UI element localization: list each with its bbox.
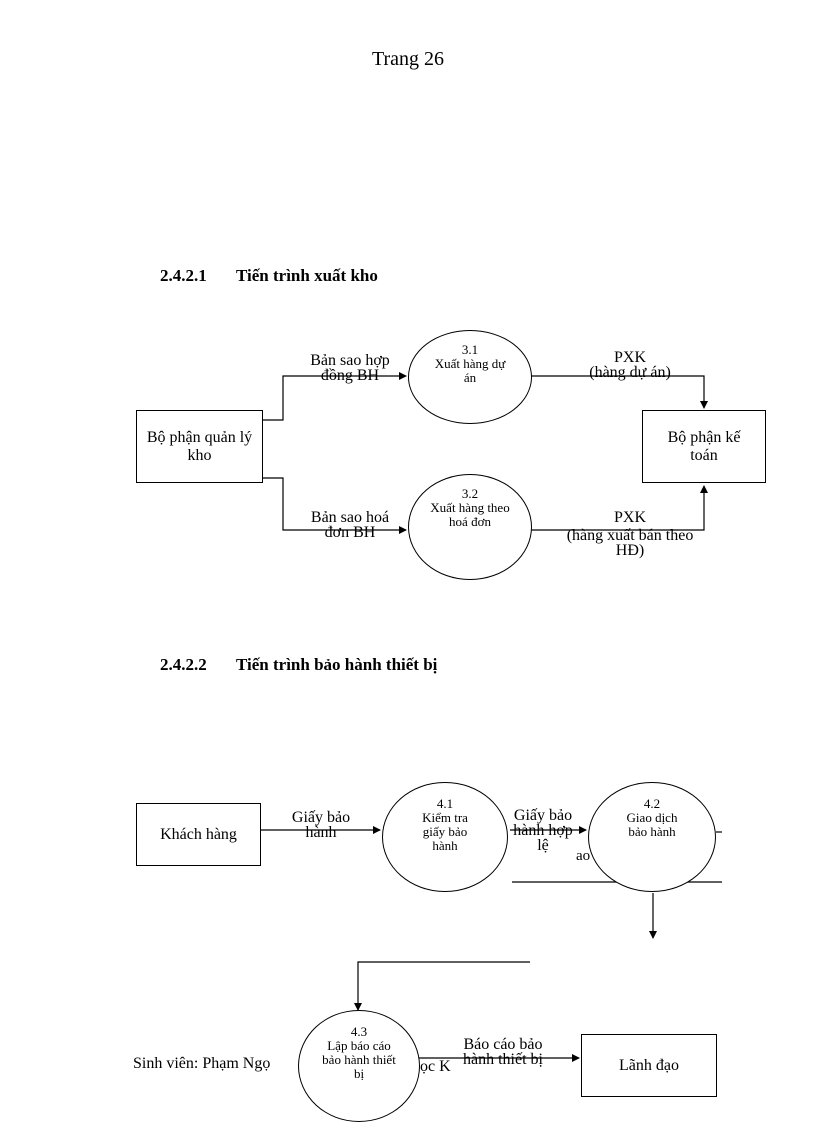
process-id: 4.2: [643, 796, 661, 811]
section-heading-warranty: 2.4.2.2 Tiến trình bảo hành thiết bị: [160, 655, 437, 675]
process-label: Lập báo cáo bảo hành thiết bị: [322, 1038, 396, 1081]
process-4-3: 4.3 Lập báo cáo bảo hành thiết bị: [298, 1010, 420, 1122]
flow-line-contract: [262, 372, 407, 421]
entity-customer: Khách hàng: [136, 803, 261, 866]
entity-leadership: Lãnh đạo: [581, 1034, 717, 1097]
process-label: Giao dịch bảo hành: [626, 810, 678, 839]
entity-label: Bộ phận kế toán: [667, 428, 741, 464]
page-number: Trang 26: [371, 48, 445, 70]
flow-label-pxk-b-detail: (hàng xuất bán theo HĐ): [566, 527, 694, 559]
process-id: 4.3: [350, 1024, 368, 1039]
flow-label-pxk-a-detail: (hàng dự án): [589, 364, 671, 381]
flow-label-pxk-b: PXK: [613, 509, 646, 526]
process-4-1: 4.1 Kiểm tra giấy bảo hành: [382, 782, 508, 892]
entity-warehouse-dept: Bộ phận quản lý kho: [136, 410, 263, 483]
section-title: Tiến trình bảo hành thiết bị: [236, 655, 438, 674]
flow-line-pxk-invoice: [531, 485, 708, 531]
entity-label: Lãnh đạo: [619, 1056, 679, 1074]
flow-line-to-report: [354, 961, 530, 1011]
process-id: 3.1: [461, 342, 479, 357]
flow-label-pxk-a: PXK: [613, 349, 646, 366]
process-id: 4.1: [436, 796, 454, 811]
entity-label: Bộ phận quản lý kho: [146, 428, 253, 464]
footer-student: Sinh viên: Phạm Ngọ: [133, 1055, 271, 1072]
flow-label-contract-copy: Bản sao hợp đồng BH: [310, 352, 390, 384]
footer-fragment: học K: [412, 1058, 451, 1075]
flow-line-pxk-project: [531, 375, 708, 409]
flow-label-valid-paper: Giấy bảo hành hợp lệ: [513, 807, 573, 854]
process-4-2: 4.2 Giao dịch bảo hành: [588, 782, 716, 892]
section-heading-export: 2.4.2.1 Tiến trình xuất kho: [160, 266, 378, 286]
flow-label-warranty-paper: Giấy bảo hành: [291, 809, 351, 841]
flow-label-invoice-copy: Bản sao hoá đơn BH: [310, 509, 390, 541]
entity-label: Khách hàng: [160, 825, 237, 843]
text-fragment: ao: [576, 848, 591, 864]
section-number: 2.4.2.1: [160, 266, 207, 285]
entity-accounting-dept: Bộ phận kế toán: [642, 410, 766, 483]
process-label: Xuất hàng theo hoá đơn: [430, 500, 510, 529]
section-number: 2.4.2.2: [160, 655, 207, 674]
flow-label-report: Báo cáo bảo hành thiết bị: [463, 1036, 543, 1068]
process-id: 3.2: [461, 486, 479, 501]
process-3-2: 3.2 Xuất hàng theo hoá đơn: [408, 474, 532, 580]
section-title: Tiến trình xuất kho: [236, 266, 378, 285]
flow-line-invoice: [262, 477, 407, 534]
process-label: Xuất hàng dự án: [434, 356, 506, 385]
process-3-1: 3.1 Xuất hàng dự án: [408, 330, 532, 424]
process-label: Kiểm tra giấy bảo hành: [422, 810, 468, 853]
